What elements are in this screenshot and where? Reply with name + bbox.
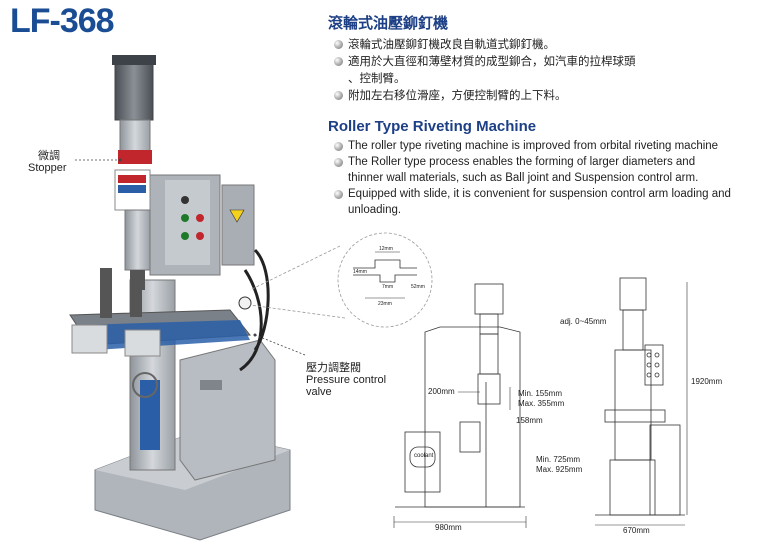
english-feature-list: The roller type riveting machine is impr…	[332, 138, 732, 218]
dim-stroke-min: Min. 155mm	[518, 389, 562, 398]
dim-throat-200: 200mm	[428, 387, 455, 396]
english-feature-3: Equipped with slide, it is convenient fo…	[332, 186, 732, 218]
detail-dim-52: 52mm	[411, 284, 425, 290]
dim-height-1920: 1920mm	[691, 377, 722, 386]
detail-dim-7: 7mm	[382, 284, 393, 290]
machine-photo	[69, 55, 291, 541]
detail-dim-14: 14mm	[353, 269, 367, 275]
stopper-callout-zh: 微調	[38, 150, 60, 162]
front-view-drawing: 980mm 200mm Min. 155mm Max. 355mm 158mm …	[393, 283, 565, 532]
valve-callout-en-1: Pressure control	[306, 374, 387, 386]
chinese-feature-2-continued: 、控制臂。	[348, 71, 406, 85]
table-height-dims: Min. 725mm Max. 925mm	[536, 455, 582, 475]
dim-table-max: Max. 925mm	[536, 465, 583, 474]
detail-dim-23: 23mm	[378, 301, 392, 307]
dim-table-min: Min. 725mm	[536, 455, 581, 464]
roller-detail-drawing: 12mm 14mm 7mm 52mm 23mm	[337, 232, 433, 328]
stopper-callout-en: Stopper	[28, 162, 67, 174]
chinese-feature-1: 滾輪式油壓鉚釘機改良自軌道式鉚釘機。	[332, 36, 712, 53]
valve-callout-zh: 壓力調整閥	[306, 362, 361, 374]
model-number: LF-368	[10, 2, 115, 40]
english-feature-1: The roller type riveting machine is impr…	[332, 138, 732, 154]
valve-callout-en-2: valve	[306, 386, 332, 398]
detail-dim-12: 12mm	[379, 246, 393, 252]
dim-depth-670: 670mm	[623, 526, 650, 535]
coolant-label: coolant	[414, 453, 434, 459]
english-feature-2: The Roller type process enables the form…	[332, 154, 732, 186]
chinese-feature-list: 滾輪式油壓鉚釘機改良自軌道式鉚釘機。 適用於大直徑和薄壁材質的成型鉚合，如汽車的…	[332, 36, 712, 104]
chinese-feature-2: 適用於大直徑和薄壁材質的成型鉚合，如汽車的拉桿球頭	[332, 53, 712, 70]
chinese-title: 滾輪式油壓鉚釘機	[328, 14, 449, 32]
side-view-drawing: 1920mm 670mm adj. 0~45mm	[560, 277, 722, 535]
dim-158: 158mm	[516, 416, 543, 425]
chinese-feature-3: 附加左右移位滑座，方便控制臂的上下料。	[332, 87, 712, 104]
dim-adj: adj. 0~45mm	[560, 317, 607, 326]
dim-width-980: 980mm	[435, 523, 462, 532]
english-title: Roller Type Riveting Machine	[328, 118, 537, 135]
dim-stroke-max: Max. 355mm	[518, 399, 565, 408]
